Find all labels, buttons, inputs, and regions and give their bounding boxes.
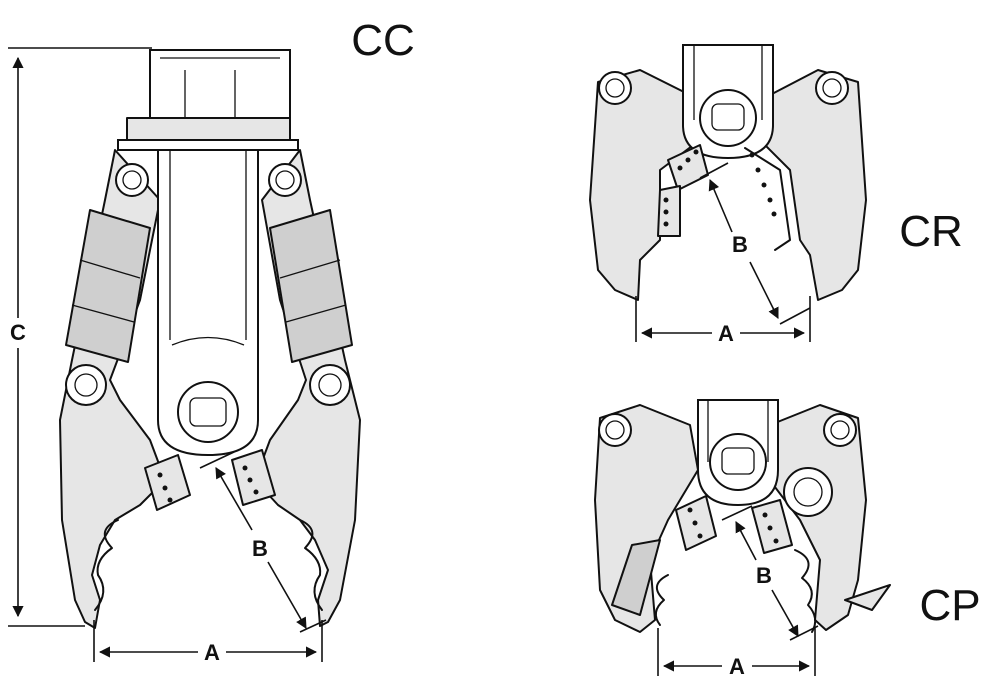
cp-dimension-a: A: [657, 628, 816, 679]
cr-crusher-drawing: [589, 44, 867, 301]
cr-dim-b-label: B: [732, 232, 748, 257]
cr-dimension-b: B: [699, 162, 811, 325]
cc-bolt-dots: [157, 465, 259, 503]
cp-model-label: CP: [919, 581, 980, 630]
cr-dim-a-label: A: [718, 321, 734, 346]
cc-dim-b-label: B: [252, 536, 268, 561]
cc-dimension-b: B: [199, 451, 327, 633]
cp-crusher-drawing: [594, 399, 891, 633]
cc-dimension-a: A: [93, 620, 323, 665]
cc-dimension-c: C: [8, 47, 152, 627]
cr-dimension-a: A: [635, 296, 811, 346]
cp-dim-a-label: A: [729, 654, 745, 679]
cr-model-label: CR: [899, 207, 963, 256]
cc-dim-c-label: C: [10, 320, 26, 345]
cr-bolt-dots: [663, 149, 777, 227]
cp-dim-b-label: B: [756, 563, 772, 588]
cp-bolt-dots: [687, 507, 779, 544]
cc-dim-a-label: A: [204, 640, 220, 665]
cc-crusher-drawing: [59, 49, 361, 629]
cp-dimension-b: B: [721, 505, 819, 641]
cc-model-label: CC: [351, 16, 415, 65]
